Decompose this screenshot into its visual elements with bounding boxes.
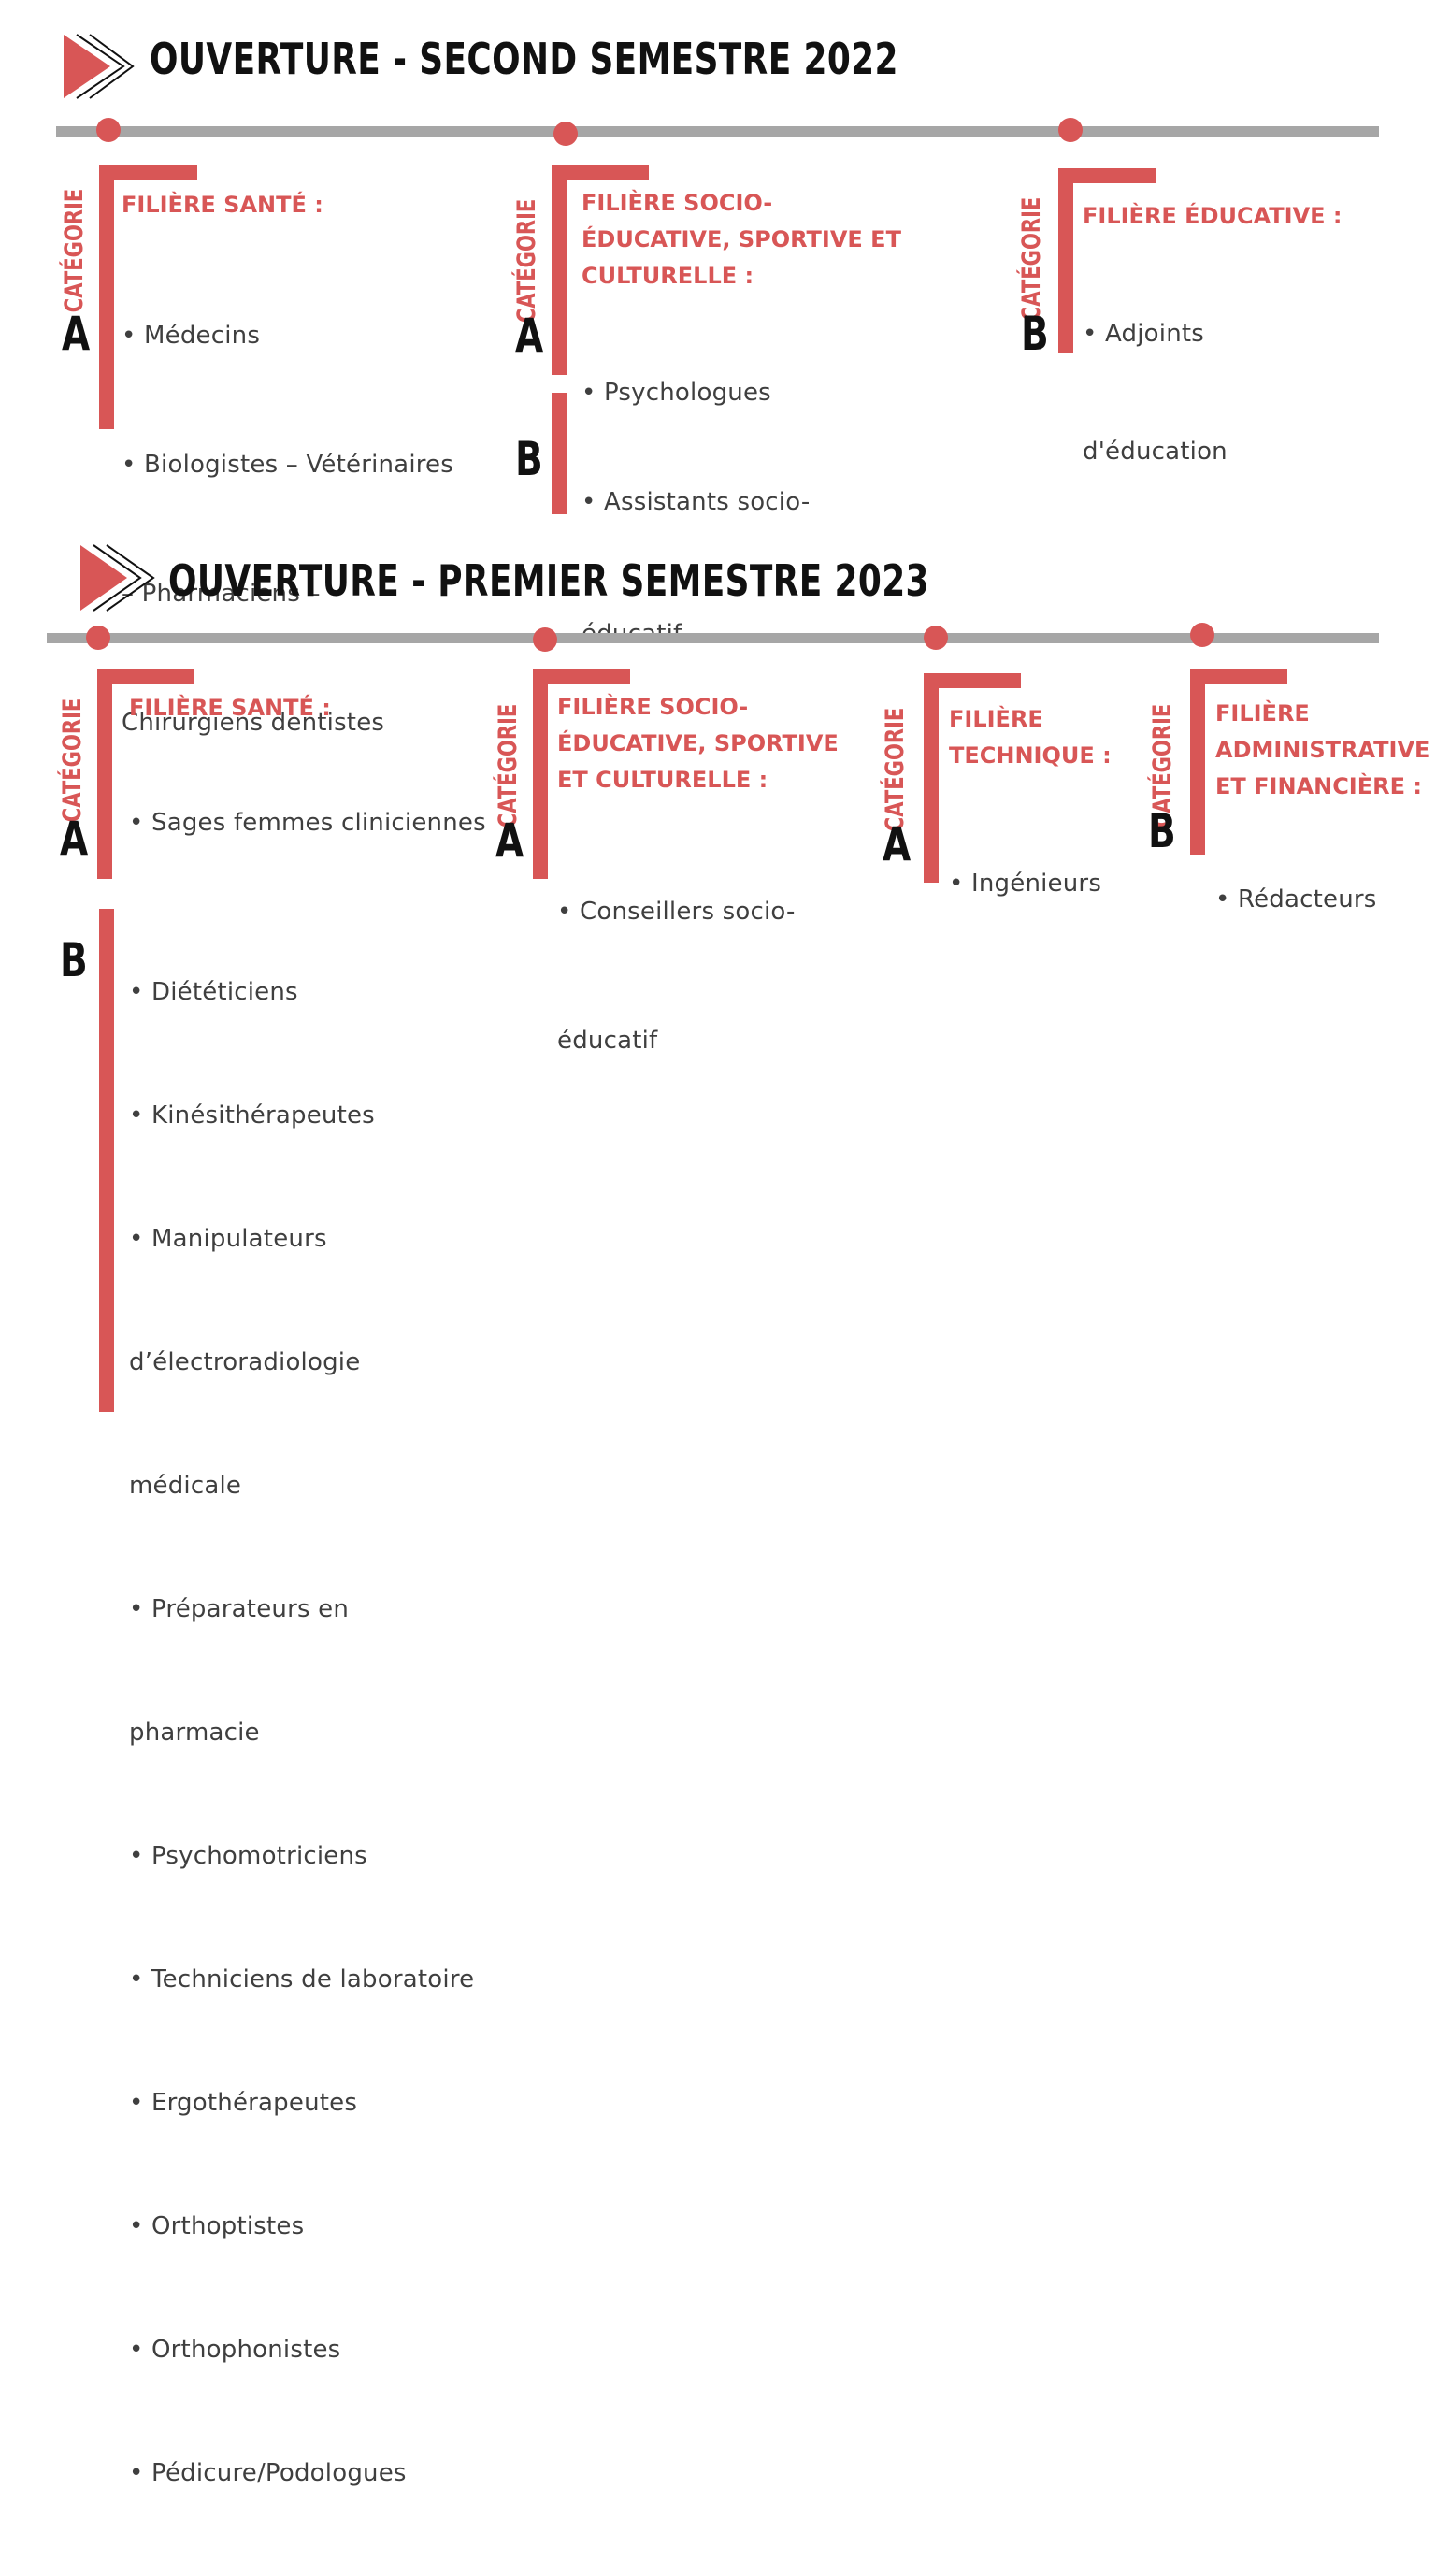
item-list: • Diététiciens • Kinésithérapeutes • Man… (129, 889, 474, 2576)
bracket-top (97, 669, 194, 684)
filiere-heading: FILIÈRE SANTÉ : (122, 192, 323, 218)
list-item: • Sages femmes cliniciennes (129, 809, 486, 837)
timeline-dot (924, 626, 948, 650)
bracket-top (533, 669, 630, 684)
timeline-dot (96, 118, 121, 142)
category-letter: A (515, 309, 544, 363)
list-item: • Orthoptistes (129, 2212, 305, 2240)
list-item: • Psychologues (582, 379, 771, 407)
bracket-top (552, 165, 649, 180)
filiere-heading: FILIÈRE SOCIO- ÉDUCATIVE, SPORTIVE ET CU… (582, 190, 901, 289)
bracket-bar (1058, 168, 1073, 353)
timeline-dot (1190, 623, 1214, 647)
list-item: • Orthophonistes (129, 2336, 341, 2364)
timeline-dot (86, 626, 110, 650)
triple-arrow-icon (64, 34, 135, 99)
section-title: OUVERTURE - SECOND SEMESTRE 2022 (150, 34, 898, 84)
filiere-heading: FILIÈRE SANTÉ : (129, 695, 331, 721)
list-item: pharmacie (129, 1719, 260, 1747)
category-letter: A (495, 813, 524, 868)
category-letter: A (62, 307, 91, 361)
timeline-dot (533, 627, 557, 652)
item-list: • Sages femmes cliniciennes (129, 729, 486, 916)
bracket-top (1058, 168, 1156, 183)
bracket-bar (533, 669, 548, 879)
category-letter: B (515, 432, 543, 486)
list-item: • Biologistes – Vétérinaires (122, 451, 454, 479)
filiere-heading: FILIÈRE ADMINISTRATIVE ET FINANCIÈRE : (1215, 700, 1430, 799)
bracket-bar (1190, 669, 1205, 855)
list-item: médicale (129, 1472, 242, 1500)
bracket-top (924, 673, 1021, 688)
bracket-bar (924, 673, 939, 883)
filiere-heading: FILIÈRE TECHNIQUE : (949, 706, 1112, 769)
timeline-line (56, 126, 1379, 137)
list-item: • Ergothérapeutes (129, 2089, 358, 2117)
list-item: • Préparateurs en (129, 1595, 350, 1623)
list-item: éducatif (557, 1027, 658, 1055)
timeline-line (47, 633, 1379, 643)
list-item: • Conseillers socio- (557, 898, 796, 926)
list-item: • Adjoints (1083, 320, 1205, 348)
list-item: • Manipulateurs (129, 1225, 327, 1253)
bracket-top (99, 165, 197, 180)
timeline-dot (1058, 118, 1083, 142)
list-item: • Psychomotriciens (129, 1842, 367, 1870)
list-item: • Assistants socio- (582, 488, 811, 516)
bracket-top (1190, 669, 1287, 684)
list-item: • Pédicure/Podologues (129, 2459, 407, 2487)
list-item: • Kinésithérapeutes (129, 1101, 375, 1130)
category-letter: A (60, 812, 89, 866)
list-item: – Pharmaciens – (122, 580, 321, 608)
category-letter: B (60, 933, 88, 987)
bracket-bar (99, 165, 114, 429)
timeline-dot (553, 122, 578, 146)
item-list: • Ingénieurs (949, 790, 1101, 977)
list-item: • Médecins (122, 322, 261, 350)
item-list: • Conseillers socio- éducatif (557, 804, 796, 1148)
filiere-heading: FILIÈRE SOCIO- ÉDUCATIVE, SPORTIVE ET CU… (557, 694, 839, 793)
bracket-bar (97, 669, 112, 879)
item-list: • Psychologues (582, 299, 771, 486)
list-item: • Diététiciens (129, 978, 298, 1006)
list-item: d'éducation (1083, 438, 1228, 466)
triple-arrow-icon (80, 544, 155, 612)
category-letter: A (883, 817, 912, 871)
section-title: OUVERTURE - PREMIER SEMESTRE 2023 (168, 555, 929, 606)
list-item: • Rédacteurs (1215, 885, 1377, 914)
list-item: • Techniciens de laboratoire (129, 1965, 475, 1993)
category-letter: B (1148, 804, 1176, 858)
bracket-bar (552, 393, 567, 514)
item-list: • Rédacteurs (1215, 806, 1377, 993)
list-item: • Ingénieurs (949, 870, 1102, 898)
filiere-heading: FILIÈRE ÉDUCATIVE : (1083, 203, 1343, 229)
item-list: • Adjoints d'éducation (1083, 236, 1228, 550)
bracket-bar (552, 165, 567, 375)
category-letter: B (1021, 307, 1049, 361)
list-item: Chirurgiens dentistes (122, 709, 385, 737)
item-list: • Médecins • Biologistes – Vétérinaires … (122, 228, 453, 830)
list-item: d’électroradiologie (129, 1348, 361, 1376)
bracket-bar (99, 909, 114, 1412)
